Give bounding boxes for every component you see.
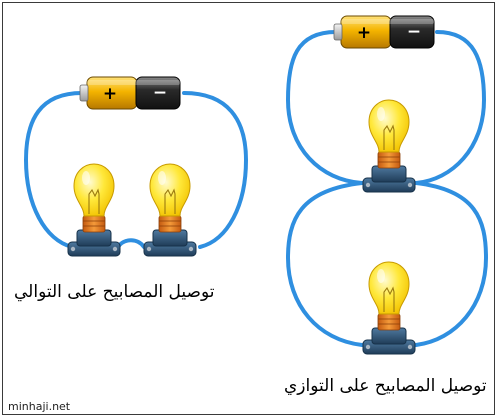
battery-negative-label: − xyxy=(153,83,167,103)
figure-frame xyxy=(2,2,495,415)
series-bulb-left xyxy=(67,163,121,257)
parallel-wire-bottom xyxy=(285,181,489,347)
battery-negative-label: − xyxy=(407,22,421,42)
parallel-bulb-bottom xyxy=(362,261,416,355)
series-caption: توصيل المصابيح على التوالي xyxy=(14,282,215,302)
parallel-battery: + − xyxy=(333,15,435,49)
parallel-bulb-top xyxy=(362,99,416,193)
series-circuit: + − xyxy=(23,76,249,257)
series-bulb-right xyxy=(143,163,197,257)
watermark: minhaji.net xyxy=(8,400,71,413)
battery-positive-label: + xyxy=(103,84,117,104)
battery-positive-label: + xyxy=(357,23,371,43)
parallel-caption: توصيل المصابيح على التوازي xyxy=(284,376,487,396)
series-battery: + − xyxy=(79,76,181,110)
parallel-circuit: + − xyxy=(285,15,489,355)
series-wire xyxy=(23,91,249,249)
parallel-wire-top xyxy=(285,30,487,185)
